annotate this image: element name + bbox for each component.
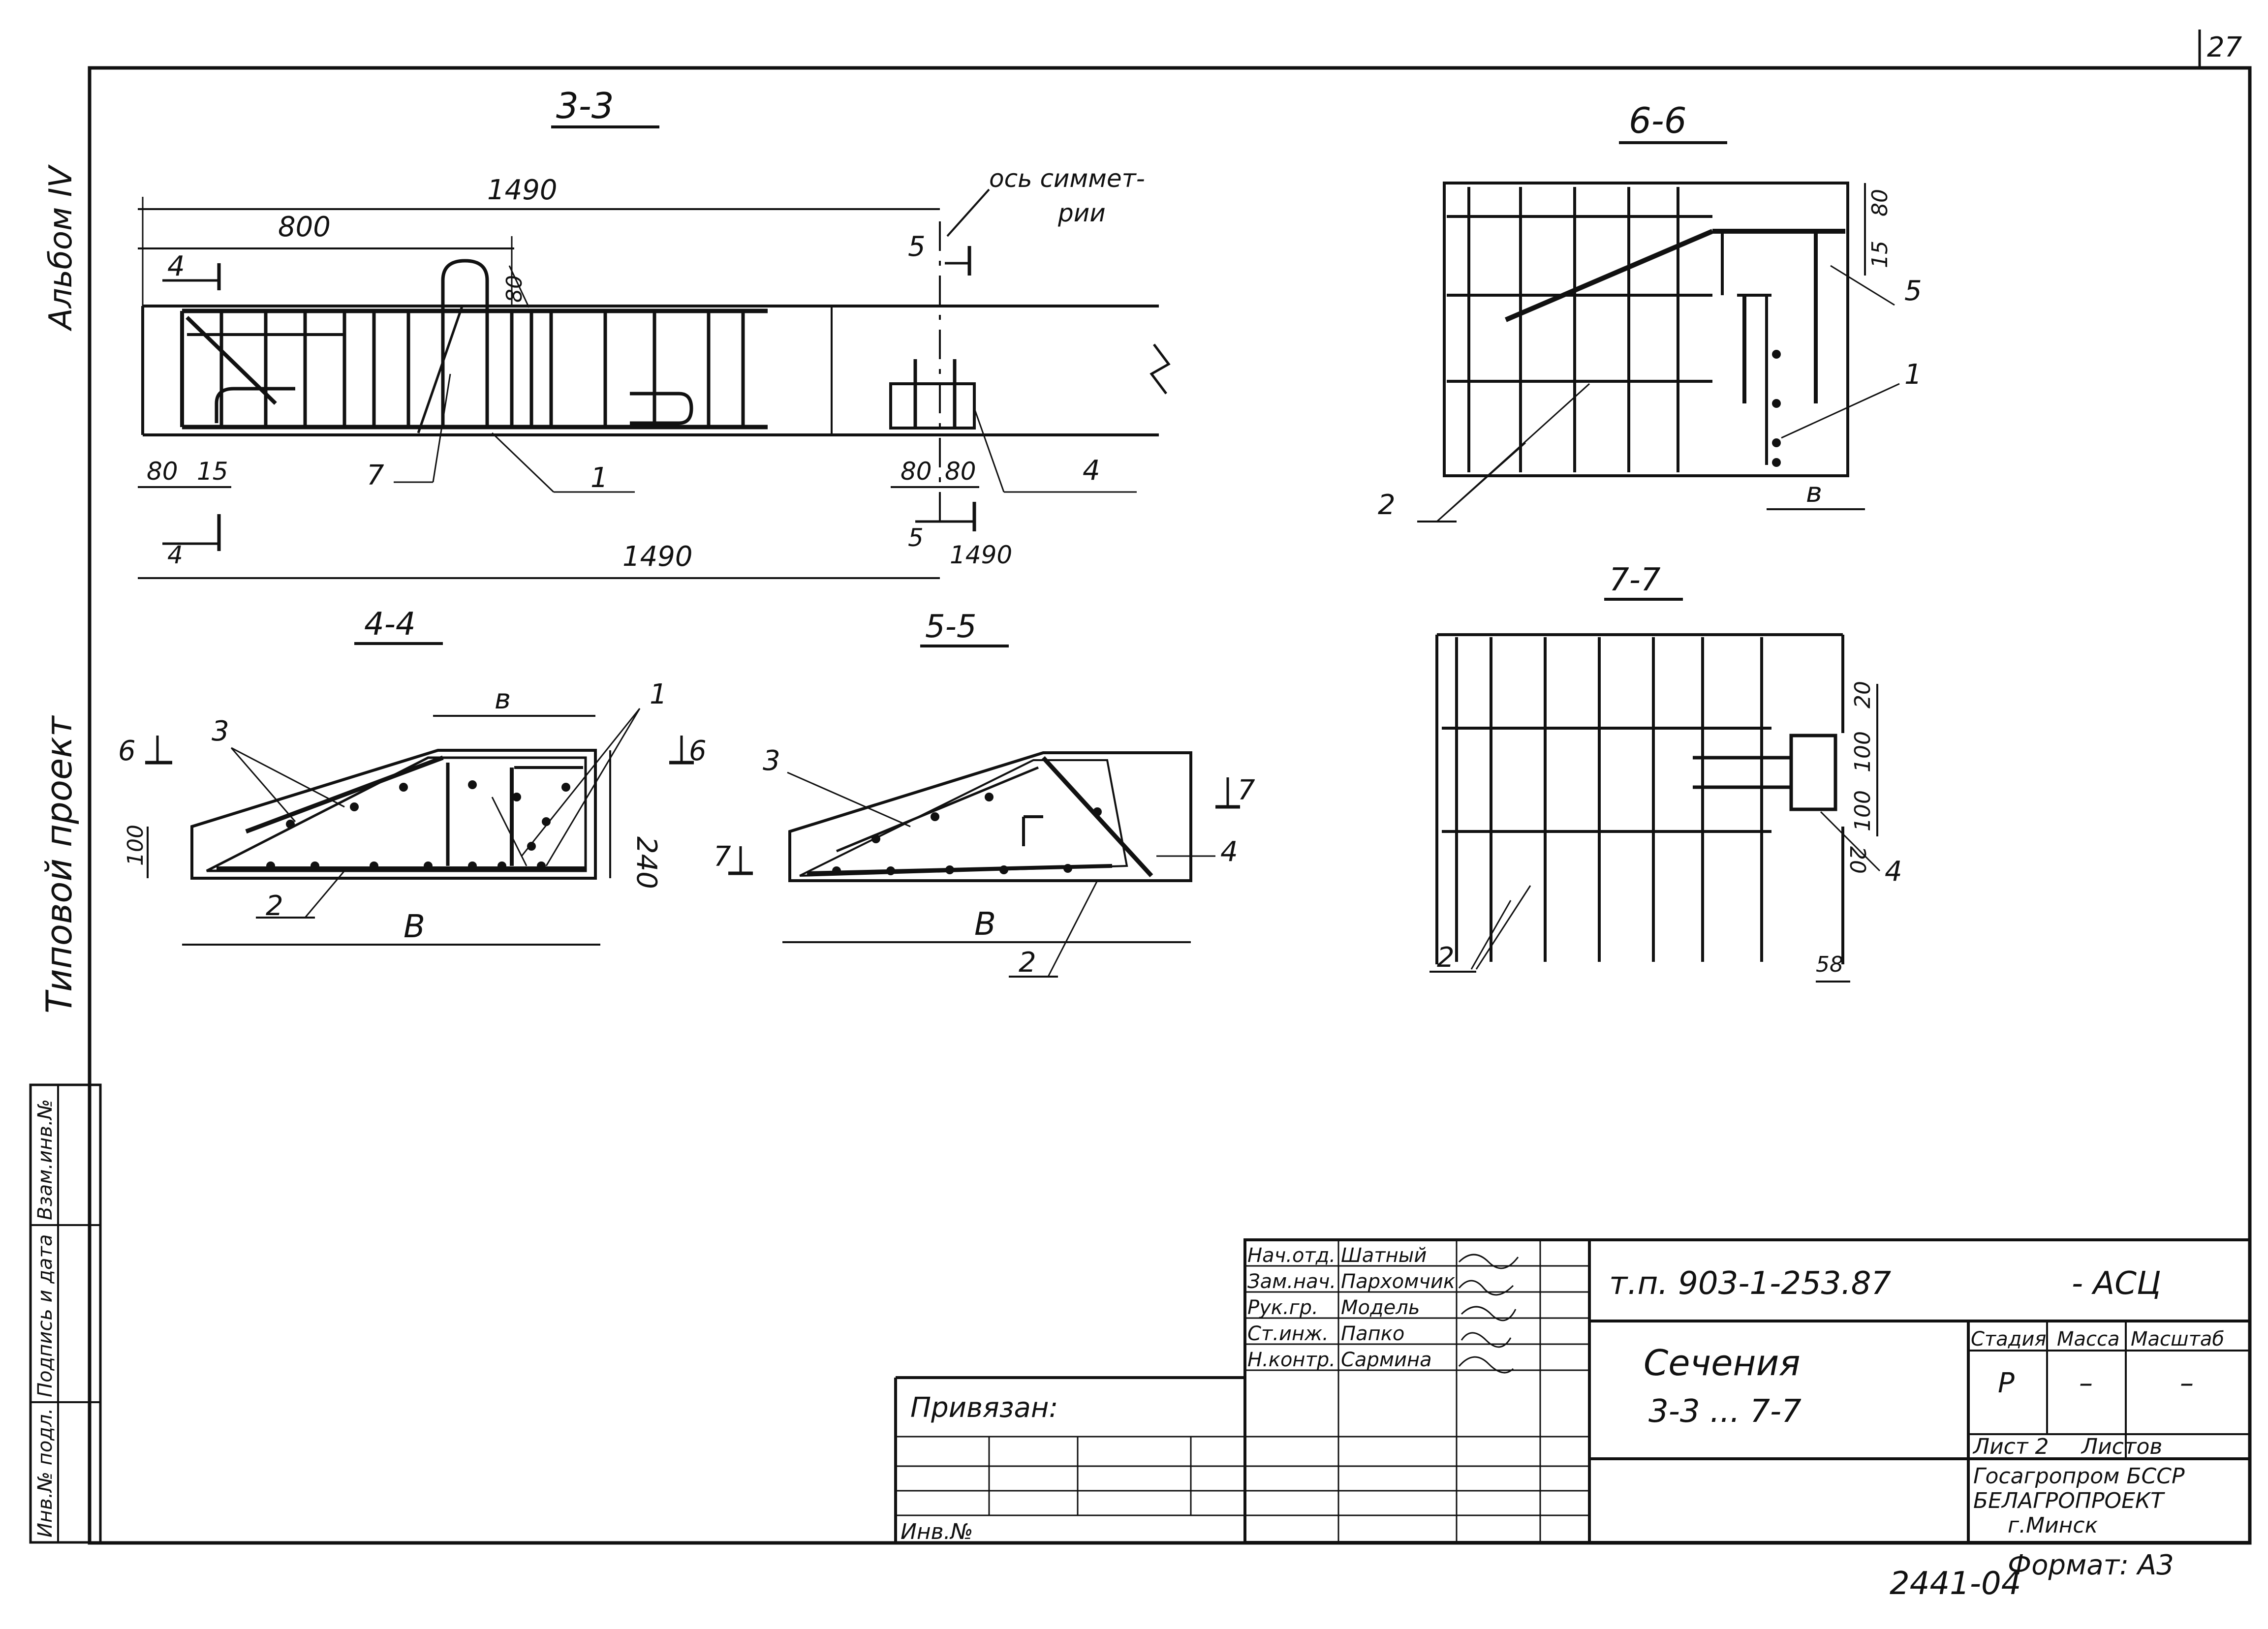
dim-80-66: 80 (1867, 189, 1893, 216)
stage-header: Стадия (1971, 1328, 2046, 1351)
org-2: БЕЛАГРОПРОЕКТ (1973, 1488, 2165, 1513)
pos-4-label-77: 4 (1885, 856, 1902, 888)
dim-80-a: 80 (901, 457, 932, 486)
cut-7-right: 7 (1238, 774, 1255, 806)
scale-header: Масштаб (2131, 1328, 2224, 1351)
org-1: Госагропром БССР (1973, 1464, 2185, 1489)
sig-role-5: Н.контр. (1247, 1349, 1336, 1371)
mass-value: – (2079, 1367, 2093, 1399)
section-4-4-title: 4-4 (364, 606, 416, 643)
pos-1-label: 1 (590, 462, 608, 494)
sig-name-1: Шатный (1341, 1244, 1427, 1267)
dim-B-55: В (974, 906, 996, 943)
dim-80-top: 80 (502, 275, 527, 303)
sig-name-3: Модель (1341, 1296, 1420, 1319)
sign-date-label: Подпись и дата (34, 1234, 57, 1397)
dim-B-44: В (404, 909, 425, 945)
dim-80-left: 80 (147, 457, 178, 486)
dim-20-top: 20 (1850, 681, 1875, 708)
cut-6-left: 6 (118, 735, 136, 767)
page-number: 27 (2207, 31, 2242, 63)
mass-header: Масса (2057, 1328, 2120, 1351)
section-5-5-title: 5-5 (925, 609, 977, 645)
sig-role-3: Рук.гр. (1247, 1296, 1318, 1319)
cut-5-bottom: 5 (908, 523, 924, 552)
dim-b-top-44: в (495, 683, 511, 715)
dim-80-b: 80 (945, 457, 976, 486)
pos-7-label: 7 (367, 460, 384, 492)
section-6-6: 6-6 80 15 5 1 в 2 (1378, 100, 1922, 523)
pos-3-label-55: 3 (763, 745, 780, 777)
dim-58: 58 (1816, 952, 1843, 977)
pos-2-label-66: 2 (1378, 489, 1396, 521)
sheets-label: Листов (2081, 1434, 2162, 1459)
doc-suffix: - АСЦ (2072, 1265, 2161, 1302)
inv-no-label: Инв.№ подл. (34, 1408, 57, 1537)
replace-inv-label: Взам.инв.№ (34, 1099, 57, 1220)
cut-4-bottom: 4 (167, 541, 183, 569)
sig-name-2: Пархомчик (1341, 1270, 1455, 1293)
pos-4-label-55: 4 (1220, 836, 1238, 868)
dim-15-66: 15 (1867, 241, 1893, 268)
cut-5-top: 5 (908, 231, 926, 263)
sheet-frame (88, 66, 2252, 1545)
dim-1490-top: 1490 (487, 174, 558, 206)
section-7-7: 7-7 20 100 100 20 4 58 2 (1429, 562, 1902, 983)
pos-2-label-55: 2 (1019, 947, 1036, 979)
archive-number: 2441-04 (1890, 1566, 2021, 1602)
privyazan-label: Привязан: (910, 1392, 1058, 1424)
stage-value: Р (1998, 1367, 2015, 1399)
pos-1-label-66: 1 (1904, 359, 1922, 391)
title-block: Нач.отд. Шатный Зам.нач. Пархомчик Рук.г… (894, 1238, 2251, 1544)
section-3-3-title: 3-3 (556, 85, 614, 126)
dim-b-66: в (1806, 477, 1822, 509)
dim-240: 240 (630, 836, 662, 889)
dim-1490-bottom: 1490 (622, 541, 693, 573)
cut-4-top: 4 (167, 250, 185, 282)
org-3: г.Минск (2008, 1513, 2098, 1538)
sig-name-4: Папко (1341, 1322, 1404, 1345)
pos-3-label: 3 (212, 715, 229, 747)
sig-role-2: Зам.нач. (1247, 1270, 1336, 1293)
dim-800: 800 (278, 211, 331, 243)
side-stamp (29, 1083, 102, 1544)
sym-axis-label-2: рии (1057, 199, 1106, 227)
sheet-title-1: Сечения (1644, 1342, 1801, 1383)
scale-value: – (2180, 1367, 2194, 1399)
album-label: Альбом IV (43, 164, 79, 332)
sig-role-1: Нач.отд. (1247, 1244, 1336, 1267)
sig-name-5: Сармина (1341, 1349, 1432, 1371)
pos-5-label-66: 5 (1904, 275, 1922, 307)
sheet-title-2: 3-3 ... 7-7 (1648, 1393, 1802, 1430)
dim-15: 15 (197, 457, 228, 486)
section-6-6-title: 6-6 (1629, 100, 1687, 141)
sym-axis-label-1: ось симмет- (989, 164, 1145, 193)
series-label: Типовой проект (38, 715, 80, 1014)
section-7-7-title: 7-7 (1609, 562, 1661, 598)
inv-no-bottom: Инв.№ (901, 1519, 973, 1544)
section-4-4: 4-4 3 1 2 в В 100 240 6 6 (118, 606, 707, 946)
pos-2-label-77: 2 (1437, 942, 1455, 974)
sheet-label: Лист 2 (1972, 1434, 2049, 1459)
dim-20-bot: 20 (1845, 846, 1870, 874)
dim-100-44: 100 (123, 825, 148, 866)
format-label: Формат: А3 (2008, 1549, 2174, 1581)
pos-1-label-44: 1 (650, 678, 667, 710)
sig-role-4: Ст.инж. (1247, 1322, 1329, 1345)
dim-100-b: 100 (1850, 790, 1875, 831)
dim-1490-right: 1490 (950, 541, 1012, 569)
pos-4-label: 4 (1083, 455, 1100, 487)
doc-code: т.п. 903-1-253.87 (1609, 1265, 1891, 1302)
section-3-3: 3-3 ось симм (138, 85, 1171, 579)
cut-7-left: 7 (714, 841, 731, 873)
section-5-5: 5-5 3 4 2 В 7 7 (714, 609, 1255, 979)
dim-100-a: 100 (1850, 731, 1875, 772)
